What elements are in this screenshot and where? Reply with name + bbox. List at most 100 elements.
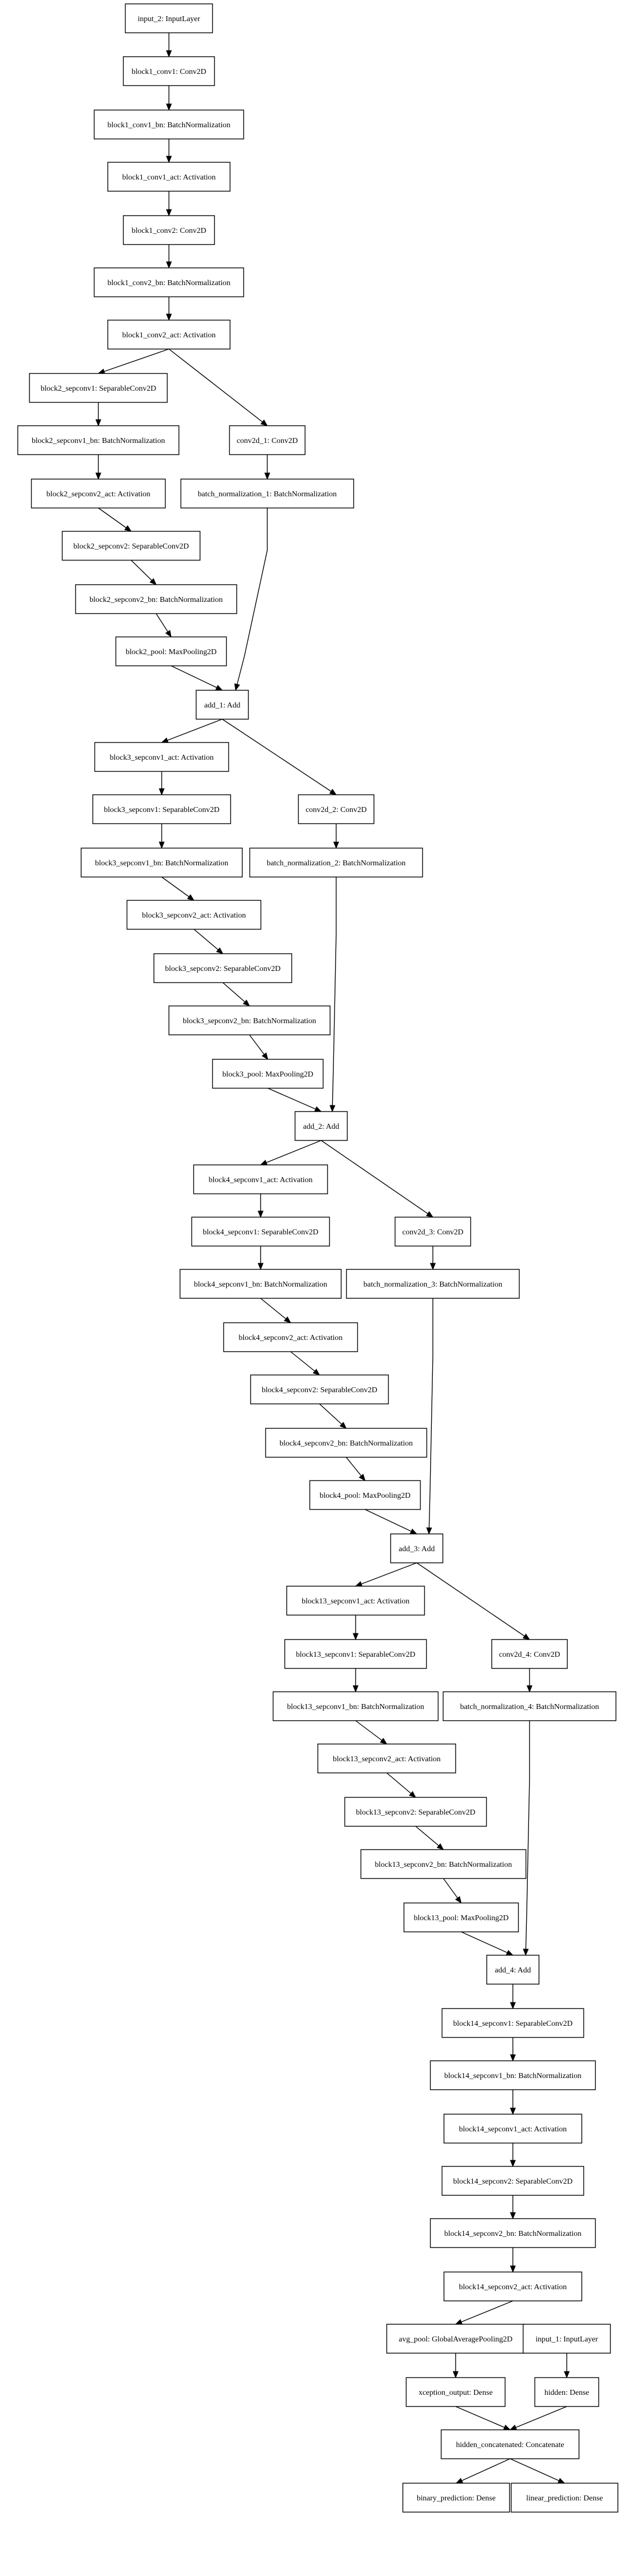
node-box <box>294 1111 348 1141</box>
node-box <box>196 690 249 720</box>
edge-batch-normalization-4-to-add-4 <box>523 1721 530 1956</box>
edge-block4-sepconv2-to-block4-sepconv2-bn <box>319 1403 347 1429</box>
arrowhead <box>166 261 172 269</box>
node-box <box>123 56 215 86</box>
node-block1-conv2-act: block1_conv2_act: Activation <box>107 320 231 350</box>
node-box <box>180 479 355 509</box>
node-hidden: hidden: Dense <box>534 2377 600 2407</box>
arrowhead <box>436 1843 445 1850</box>
edge-conv2d-4-to-batch-normalization-4 <box>526 1668 533 1693</box>
edge-block3-sepconv1-bn-to-block3-sepconv2-act <box>161 876 195 901</box>
edge-line <box>267 1088 322 1112</box>
edge-block1-conv1-to-block1-conv1-bn <box>166 86 172 111</box>
node-label: block13_sepconv1_act: Activation <box>302 1597 410 1606</box>
node-label: batch_normalization_3: BatchNormalizatio… <box>363 1280 502 1289</box>
node-box <box>284 1639 427 1669</box>
node-block4-sepconv2: block4_sepconv2: SeparableConv2D <box>250 1374 389 1404</box>
node-hidden-concatenated: hidden_concatenated: Concatenate <box>441 2429 580 2459</box>
node-block14-sepconv1: block14_sepconv1: SeparableConv2D <box>441 2008 585 2038</box>
arrowhead <box>410 1528 418 1534</box>
arrowhead <box>510 2212 516 2220</box>
node-box <box>168 1005 331 1035</box>
node-box <box>107 162 231 192</box>
node-box <box>443 2114 582 2144</box>
node-label: linear_prediction: Dense <box>526 2494 603 2503</box>
node-box <box>29 373 168 403</box>
node-box <box>75 584 237 614</box>
node-label: block14_sepconv2_act: Activation <box>459 2283 567 2291</box>
node-box <box>93 267 244 297</box>
node-add-2: add_2: Add <box>294 1111 348 1141</box>
arrowhead <box>339 1422 347 1429</box>
node-box <box>309 1480 421 1510</box>
node-box <box>229 425 306 455</box>
node-label: block13_sepconv2_act: Activation <box>333 1755 441 1763</box>
node-block1-conv2-bn: block1_conv2_bn: BatchNormalization <box>93 267 244 297</box>
arrowhead <box>426 1211 434 1218</box>
edge-line <box>525 1721 530 1956</box>
node-block14-sepconv2: block14_sepconv2: SeparableConv2D <box>441 2166 585 2196</box>
edge-line <box>235 508 268 691</box>
edge-block2-sepconv2-to-block2-sepconv2-bn <box>131 560 157 585</box>
node-batch-normalization-3: batch_normalization_3: BatchNormalizatio… <box>346 1269 520 1299</box>
edge-block13-sepconv2-bn-to-block13-pool <box>443 1878 462 1904</box>
node-box <box>486 1955 540 1985</box>
node-label: block4_sepconv1_act: Activation <box>208 1176 312 1184</box>
node-box <box>223 1322 358 1352</box>
edge-line <box>260 1298 291 1323</box>
arrowhead <box>506 1950 514 1956</box>
arrowhead <box>261 1052 268 1060</box>
edge-line <box>161 719 223 743</box>
node-label: block4_sepconv1_bn: BatchNormalization <box>194 1280 327 1289</box>
node-block14-sepconv1-bn: block14_sepconv1_bn: BatchNormalization <box>430 2060 596 2090</box>
arrowhead <box>452 2371 459 2379</box>
edge-block3-sepconv2-bn-to-block3-pool <box>249 1034 268 1060</box>
node-box <box>386 2324 525 2354</box>
node-block13-sepconv1-bn: block13_sepconv1_bn: BatchNormalization <box>272 1691 439 1721</box>
node-label: batch_normalization_4: BatchNormalizatio… <box>460 1703 599 1711</box>
node-block14-sepconv2-act: block14_sepconv2_act: Activation <box>443 2271 582 2301</box>
edge-line <box>98 507 132 532</box>
node-box <box>491 1639 568 1669</box>
node-block3-sepconv2-act: block3_sepconv2_act: Activation <box>126 900 262 930</box>
edge-block3-sepconv1-to-block3-sepconv1-bn <box>158 824 165 849</box>
edge-block13-sepconv1-to-block13-sepconv1-bn <box>352 1668 359 1693</box>
node-box <box>317 1743 456 1773</box>
node-label: xception_output: Dense <box>418 2389 492 2397</box>
edge-block2-sepconv1-to-block2-sepconv1-bn <box>95 402 102 427</box>
node-label: block3_sepconv1_act: Activation <box>109 754 213 762</box>
edge-xception-output-to-hidden-concatenated <box>455 2406 511 2430</box>
node-block3-sepconv2: block3_sepconv2: SeparableConv2D <box>153 953 292 983</box>
node-box <box>360 1849 527 1879</box>
edge-line <box>168 348 268 426</box>
edge-add-2-to-conv2d-3 <box>321 1140 434 1218</box>
node-label: block1_conv2: Conv2D <box>132 227 206 235</box>
node-add-3: add_3: Add <box>390 1533 443 1563</box>
arrowhead <box>510 2265 516 2273</box>
edge-block4-sepconv2-act-to-block4-sepconv2 <box>290 1351 321 1376</box>
arrowhead <box>526 1685 533 1693</box>
node-label: add_3: Add <box>399 1545 435 1553</box>
arrowhead <box>510 2002 516 2010</box>
node-box <box>395 1217 471 1247</box>
node-label: block2_sepconv2_bn: BatchNormalization <box>89 596 223 604</box>
edge-block4-pool-to-add-3 <box>365 1509 418 1534</box>
arrowhead <box>158 788 165 796</box>
node-box <box>153 953 292 983</box>
node-conv2d-4: conv2d_4: Conv2D <box>491 1639 568 1669</box>
node-block2-sepconv1: block2_sepconv1: SeparableConv2D <box>29 373 168 403</box>
node-label: add_1: Add <box>204 701 241 710</box>
node-add-1: add_1: Add <box>196 690 249 720</box>
arrowhead <box>257 1263 264 1270</box>
node-add-4: add_4: Add <box>486 1955 540 1985</box>
node-label: block2_pool: MaxPooling2D <box>126 648 217 656</box>
node-block4-sepconv2-bn: block4_sepconv2_bn: BatchNormalization <box>265 1428 427 1458</box>
node-label: block3_pool: MaxPooling2D <box>222 1070 313 1079</box>
node-label: conv2d_4: Conv2D <box>499 1651 560 1659</box>
node-box <box>430 2060 596 2090</box>
edge-batch-normalization-2-to-add-2 <box>330 877 337 1113</box>
node-block4-sepconv1-act: block4_sepconv1_act: Activation <box>193 1164 328 1194</box>
edge-add-1-to-block3-sepconv1-act <box>161 719 223 743</box>
edge-block3-sepconv2-act-to-block3-sepconv2 <box>193 929 224 954</box>
